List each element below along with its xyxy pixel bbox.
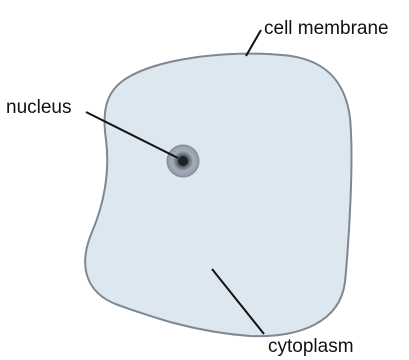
cell-body <box>85 54 351 337</box>
membrane-pointer <box>246 30 261 56</box>
label-nucleus: nucleus <box>6 97 72 118</box>
nucleus <box>167 145 199 177</box>
label-cytoplasm: cytoplasm <box>268 336 354 357</box>
label-cell-membrane: cell membrane <box>264 18 389 39</box>
